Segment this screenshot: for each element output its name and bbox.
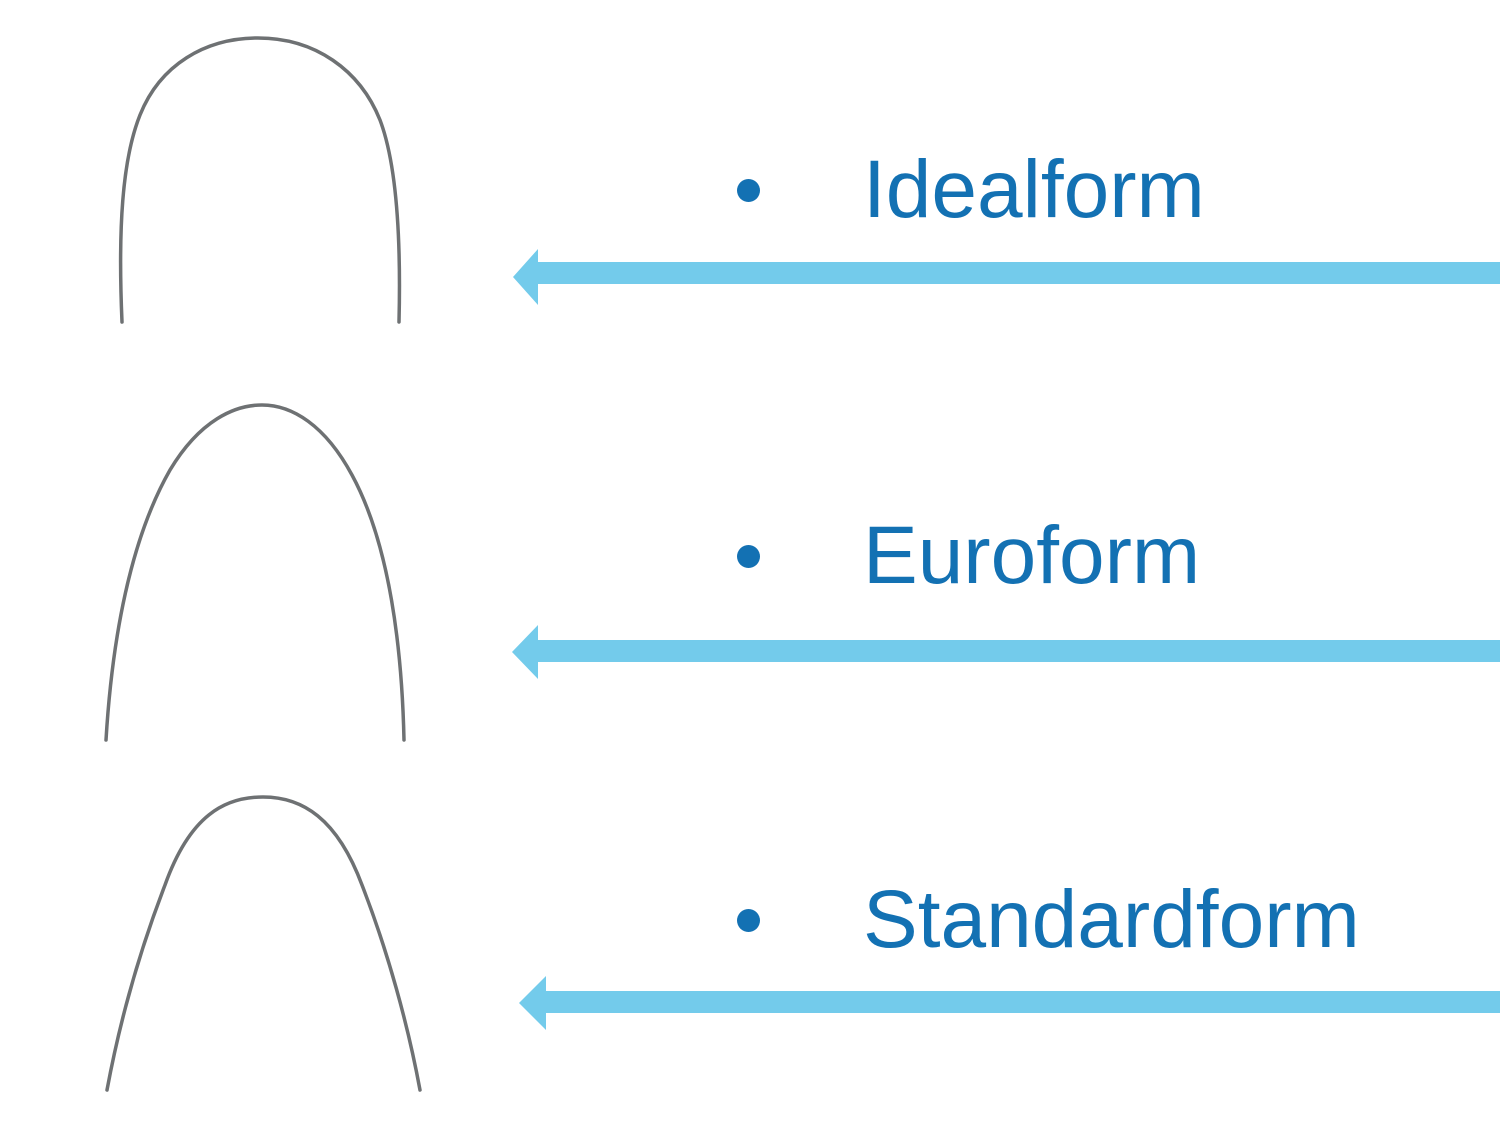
euroform-label: Euroform [863,510,1201,601]
left-arrow-icon [513,249,1500,305]
left-arrow-icon [512,625,1500,679]
euroform-archwire-curve-icon [104,403,406,742]
idealform-wire-path [118,36,402,324]
euroform-wire-path [104,403,406,742]
list-item-euroform: Euroform [737,510,1200,602]
left-arrow-icon [519,976,1500,1030]
left-arrow-shape [513,249,1500,305]
idealform-archwire-curve-icon [118,36,402,324]
bullet-dot-icon [737,544,760,568]
standardform-archwire-curve-icon [105,795,422,1092]
list-item-idealform: Idealform [737,144,1205,236]
list-item-standardform: Standardform [737,874,1360,966]
idealform-label: Idealform [863,144,1205,235]
bullet-dot-icon [737,178,760,202]
left-arrow-shape [519,976,1500,1030]
left-arrow-shape [512,625,1500,679]
bullet-dot-icon [737,908,760,932]
standardform-label: Standardform [863,874,1360,965]
standardform-wire-path [105,795,422,1092]
